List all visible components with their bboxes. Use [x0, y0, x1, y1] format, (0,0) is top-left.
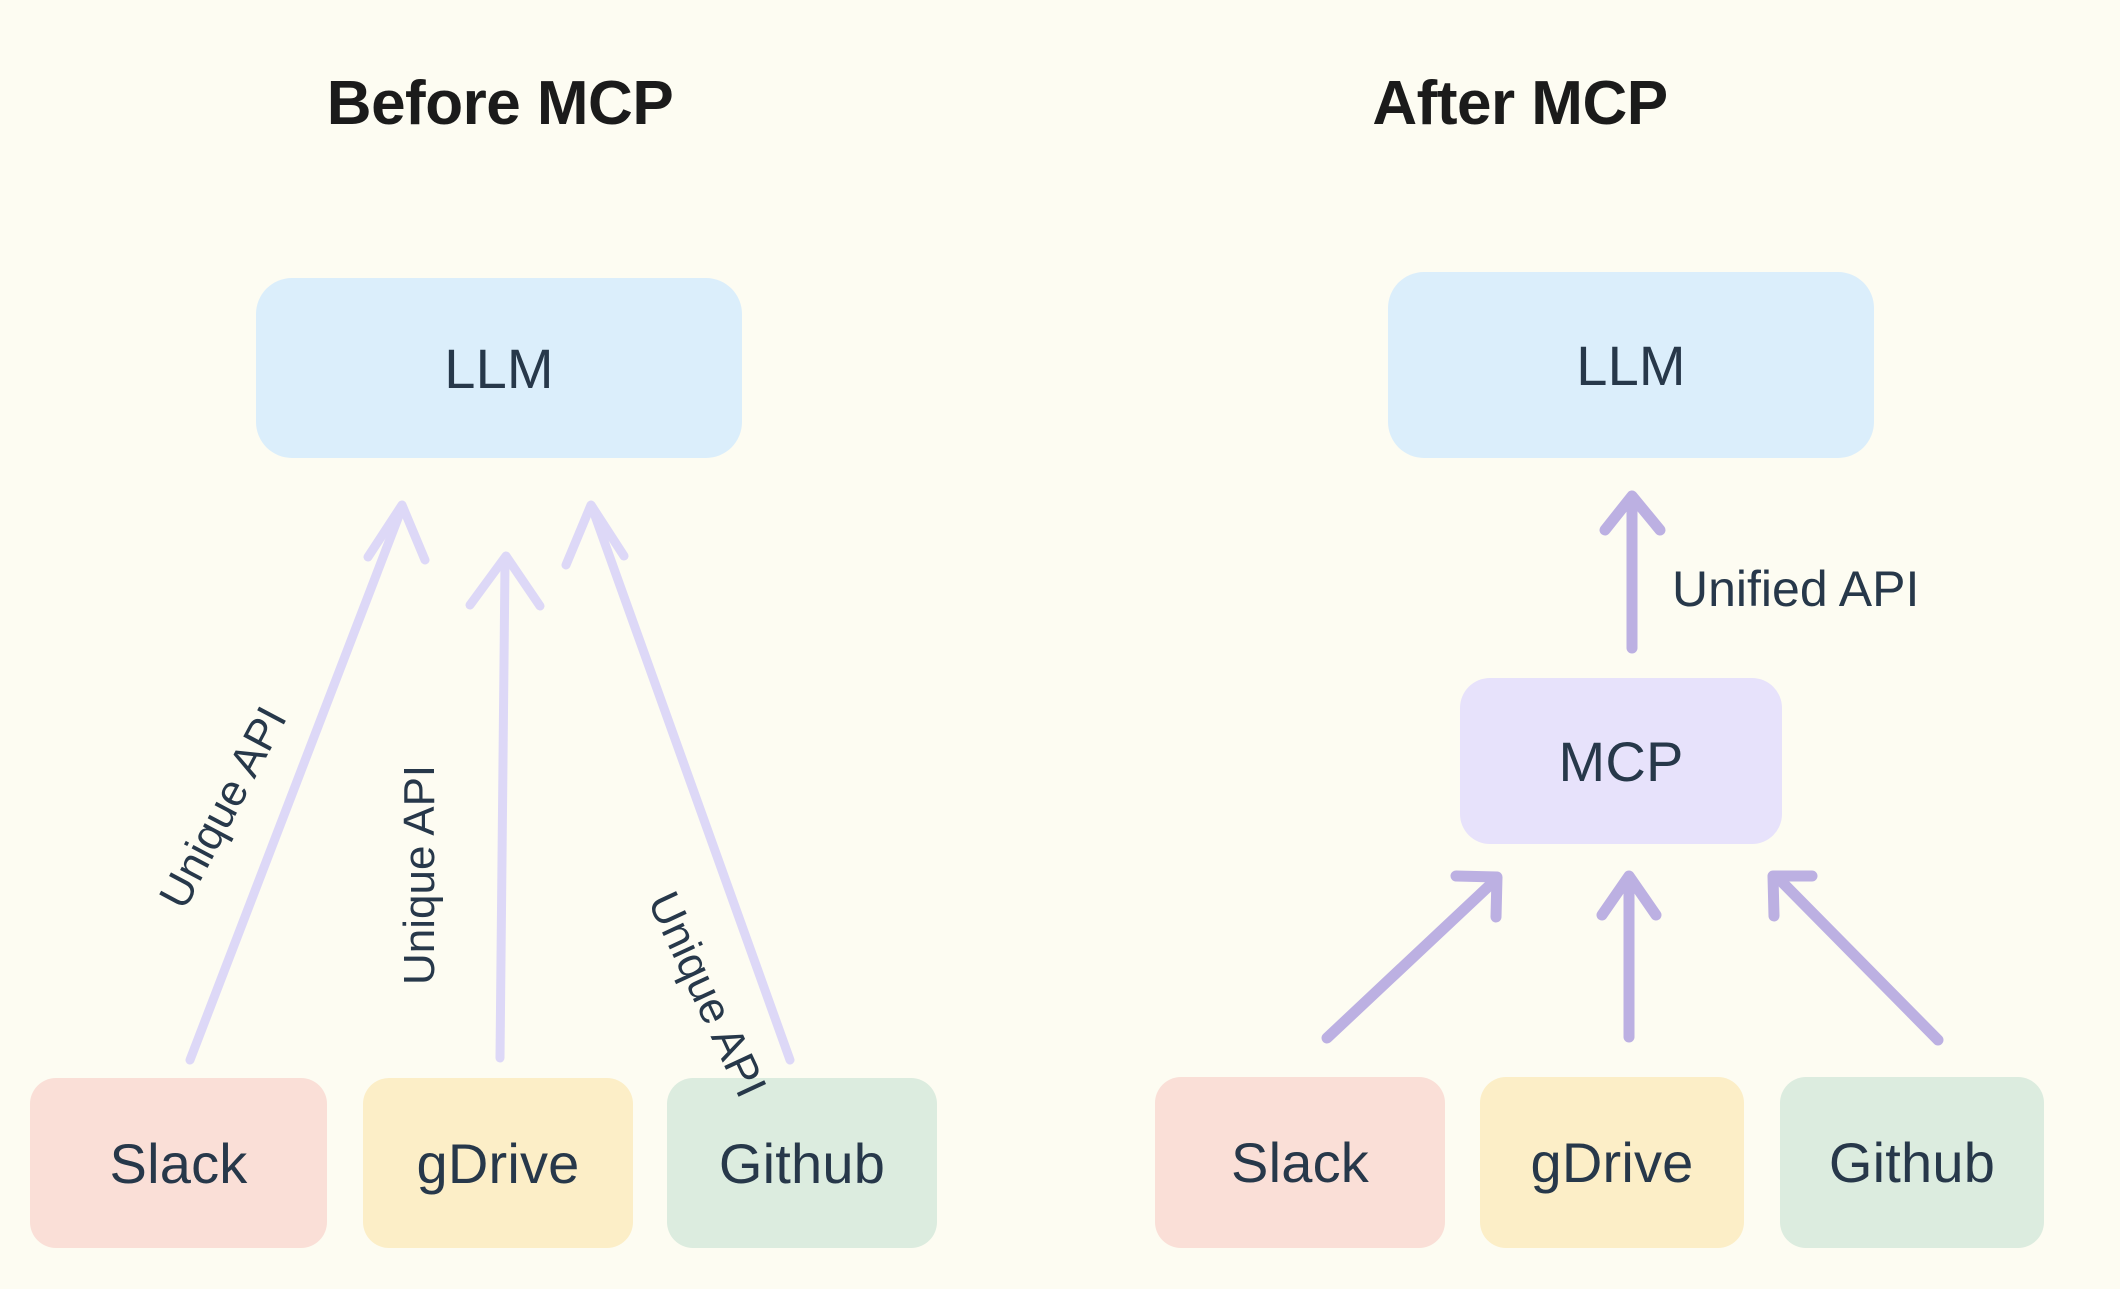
node-slack-after[interactable]: Slack: [1155, 1077, 1445, 1248]
node-gdrive-before[interactable]: gDrive: [363, 1078, 633, 1248]
arrow-gdrive-to-llm-left: [465, 551, 545, 1063]
arrow-mcp-to-llm-right: [1599, 490, 1666, 654]
node-mcp[interactable]: MCP: [1460, 678, 1782, 844]
node-slack-before[interactable]: Slack: [30, 1078, 327, 1248]
edge-label-unique-api-gdrive: Unique API: [395, 764, 444, 985]
arrow-gdrive-to-mcp: [1596, 870, 1662, 1043]
edge-label-unified-api: Unified API: [1672, 561, 1920, 617]
arrow-slack-to-mcp: [1321, 870, 1503, 1044]
arrow-github-to-mcp: [1767, 870, 1944, 1046]
node-github-before[interactable]: Github: [667, 1078, 937, 1248]
node-github-after[interactable]: Github: [1780, 1077, 2044, 1248]
node-llm-before[interactable]: LLM: [256, 278, 742, 458]
panel-title-before: Before MCP: [326, 69, 674, 138]
edge-label-unique-api-slack: Unique API: [149, 698, 297, 917]
node-llm-after[interactable]: LLM: [1388, 272, 1874, 458]
node-gdrive-after[interactable]: gDrive: [1480, 1077, 1744, 1248]
panel-title-after: After MCP: [1372, 69, 1668, 138]
edge-label-unique-api-github: Unique API: [638, 884, 776, 1105]
